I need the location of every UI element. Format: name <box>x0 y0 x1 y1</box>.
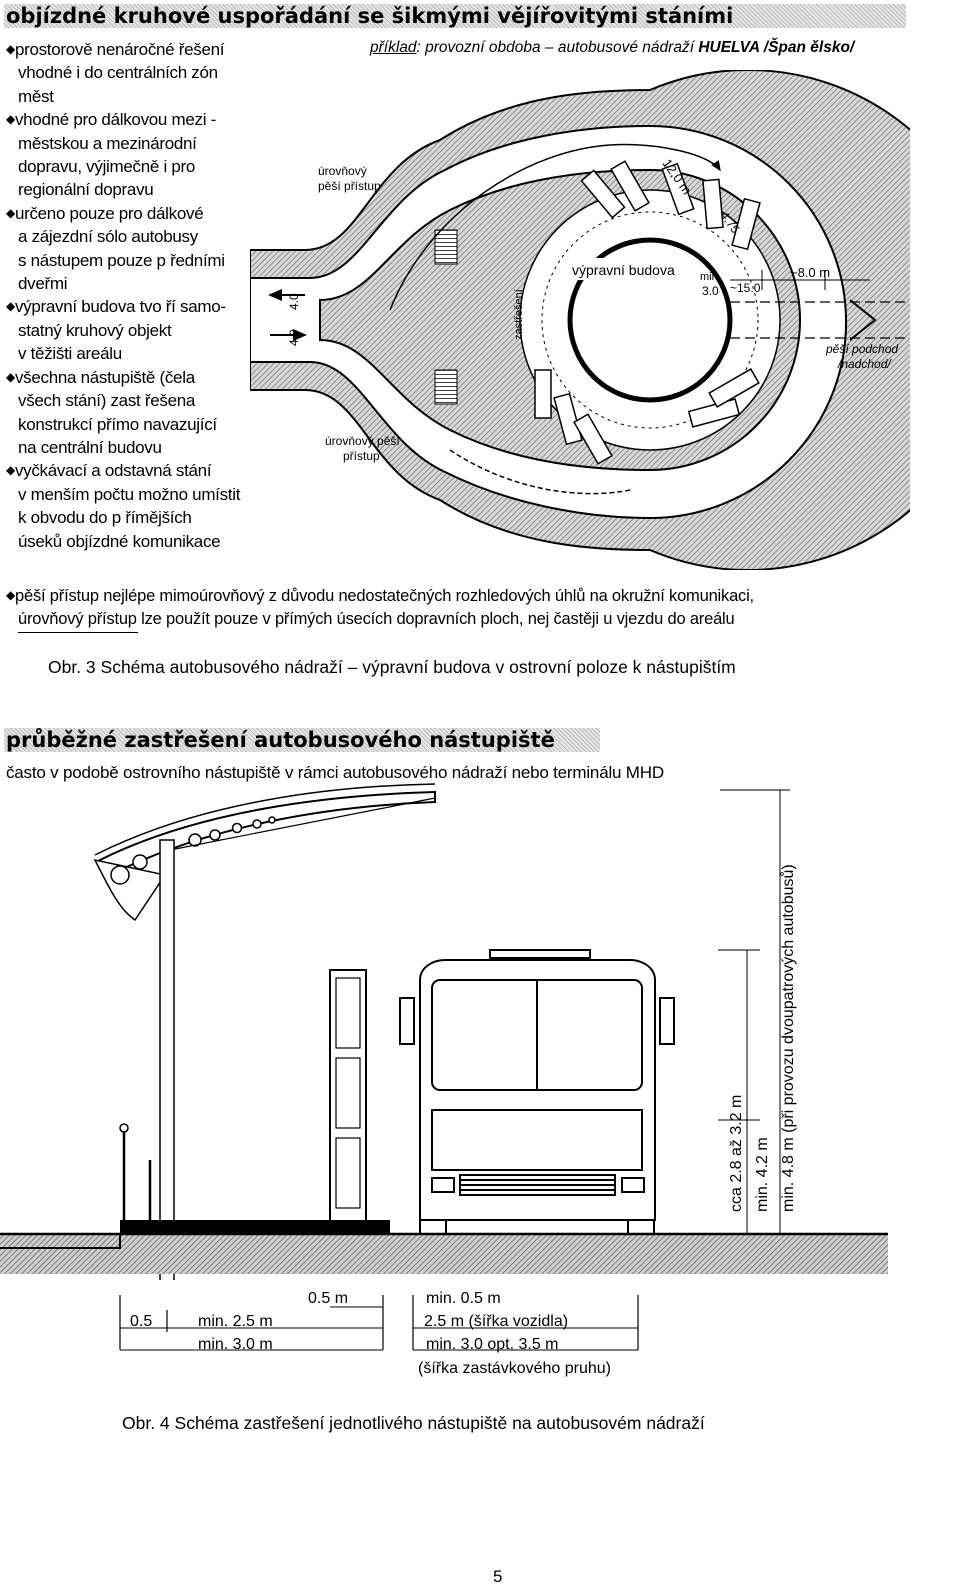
bullet-diamond-icon: ◆ <box>6 369 15 384</box>
bullet-diamond-icon: ◆ <box>6 112 15 127</box>
bus-stands <box>534 160 761 465</box>
dim-min30opt: min. 3.0 opt. 3.5 m <box>426 1336 559 1353</box>
bullet-line: statný kruhový objekt <box>18 320 172 340</box>
vdim-1: cca 2.8 až 3.2 m <box>728 1094 745 1212</box>
bullet-line: na centrální budovu <box>18 437 162 457</box>
bullet-line: regionální dopravu <box>18 180 154 200</box>
canopy-roof <box>98 790 436 877</box>
label-underpass-2: /nadchod/ <box>837 357 892 371</box>
section2-heading-band <box>4 728 600 752</box>
dim-min: min <box>700 271 718 283</box>
bullet-line: vhodné pro dálkovou mezi - <box>14 110 216 130</box>
bullet-line: všechna nástupiště (čela <box>14 367 195 387</box>
bullet-line: dopravu, výjimečně i pro <box>18 157 196 177</box>
label-roof: zastřešení <box>513 289 525 340</box>
rule-line <box>18 632 138 633</box>
section1-heading-band <box>4 4 906 28</box>
bullet-line: měst <box>18 86 54 106</box>
bullet-diamond-icon: ◆ <box>6 42 15 56</box>
label-ped-bottom-1: úrovňový pěší <box>325 434 400 448</box>
bullet-line: prostorově nenáročné řešení <box>14 40 225 59</box>
bullet-item: ◆prostorově nenáročné řešení vhodné i do … <box>6 38 256 108</box>
bullet-item: ◆všechna nástupiště (čela všech stání) za… <box>6 366 256 460</box>
bullet-line: dveřmi <box>18 274 68 294</box>
bullet-line: a zájezdní sólo autobusy <box>18 227 198 247</box>
figure3-caption: Obr. 3 Schéma autobusového nádraží – výp… <box>48 657 736 677</box>
ground-hatched <box>0 1234 888 1274</box>
dim-30: 3.0 <box>702 284 719 298</box>
example-label: příklad <box>370 39 417 56</box>
bullet-item: ◆určeno pouze pro dálkové a zájezdní sólo… <box>6 202 256 296</box>
bullet-diamond-icon: ◆ <box>6 205 15 220</box>
vdim-3: min. 4.8 m (při provozu dvoupatrových au… <box>780 864 797 1212</box>
bullet-item: ◆výpravní budova tvo ří samo-statný kruh… <box>6 295 256 365</box>
label-underpass-1: pěší podchod <box>825 342 898 356</box>
example-line: příklad: provozní obdoba – autobusové ná… <box>370 39 854 57</box>
dim-05m: 0.5 m <box>308 1290 349 1307</box>
label-ped-bottom-2: přístup <box>343 449 380 463</box>
dim-25veh: 2.5 m (šířka vozidla) <box>424 1313 569 1330</box>
dim-min30: min. 3.0 m <box>198 1336 273 1353</box>
bullet-line: v těžišti areálu <box>18 344 122 364</box>
vdim-2: min. 4.2 m <box>754 1137 771 1212</box>
label-building: výpravní budova <box>572 262 675 278</box>
dim-min25: min. 2.5 m <box>198 1313 273 1330</box>
dim-lane-a: 4.0 <box>287 293 301 310</box>
dim-150: ~15.0 <box>730 281 761 295</box>
section2-subtitle: často v podobě ostrovního nástupiště v r… <box>6 763 664 782</box>
bullet-line: výpravní budova tvo ří samo- <box>14 297 226 317</box>
page-number: 5 <box>493 1567 503 1586</box>
bullet-line: s nástupem pouze p ředními <box>18 250 225 270</box>
bullet-line: vyčkávací a odstavná stání <box>14 461 212 481</box>
platform-kerb <box>120 1220 390 1234</box>
figure4-caption: Obr. 4 Schéma zastřešení jednotlivého ná… <box>122 1413 705 1433</box>
bullet-line: určeno pouze pro dálkové <box>14 203 204 223</box>
bus-station-plan-diagram: úrovňový pěší přístup úrovňový pěší přís… <box>250 70 910 570</box>
example-text: : provozní obdoba – autobusové nádraží <box>416 39 699 56</box>
bullet-item: ◆vhodné pro dálkovou mezi - městskou a me… <box>6 108 256 202</box>
bullet-line: všech stání) zast řešena <box>18 391 196 411</box>
bullet-line: k obvodu do p římějších <box>18 508 192 528</box>
dimension-lines <box>119 1295 639 1351</box>
bullet-line: vhodné i do centrálních zón <box>18 63 218 83</box>
crosswalk-bottom <box>434 369 458 405</box>
section2-heading: průběžné zastřešení autobusového nástupi… <box>6 728 555 752</box>
example-place: HUELVA /Špan ělsko/ <box>698 39 855 56</box>
bullet-diamond-icon: ◆ <box>6 463 15 478</box>
ped-note-line1: ◆pěší přístup nejlépe mimoúrovňový z dův… <box>6 587 754 605</box>
section1-heading: objízdné kruhové uspořádání se šikmými v… <box>6 4 734 28</box>
label-ped-top-1: úrovňový <box>318 164 367 178</box>
bullet-line: městskou a mezinárodní <box>18 133 197 153</box>
bus-front <box>399 949 675 1251</box>
ped-note-line2: úrovňový přístup lze použít pouze v přím… <box>18 610 735 628</box>
dim-lane: (šířka zastávkového pruhu) <box>418 1360 611 1377</box>
bullet-line: v menším počtu možno umístit <box>18 484 241 504</box>
dim-05: 0.5 <box>130 1313 153 1330</box>
dim-lane-b: 4.0 <box>287 329 301 346</box>
dim-min05: min. 0.5 m <box>426 1290 501 1307</box>
canopy-bus-elevation <box>0 783 888 1280</box>
bullet-line: konstrukcí přímo navazující <box>18 414 217 434</box>
dim-80: ~8.0 m <box>790 265 830 280</box>
label-ped-top-2: pěší přístup <box>318 179 381 193</box>
bullet-diamond-icon: ◆ <box>6 299 15 314</box>
bullet-line: úseků objízdné komunikace <box>18 531 221 551</box>
canopy-column <box>159 839 175 1280</box>
crosswalk-top <box>434 229 458 265</box>
bullet-item: ◆vyčkávací a odstavná stání v menším počt… <box>6 459 256 553</box>
bullet-diamond-icon: ◆ <box>6 588 16 602</box>
